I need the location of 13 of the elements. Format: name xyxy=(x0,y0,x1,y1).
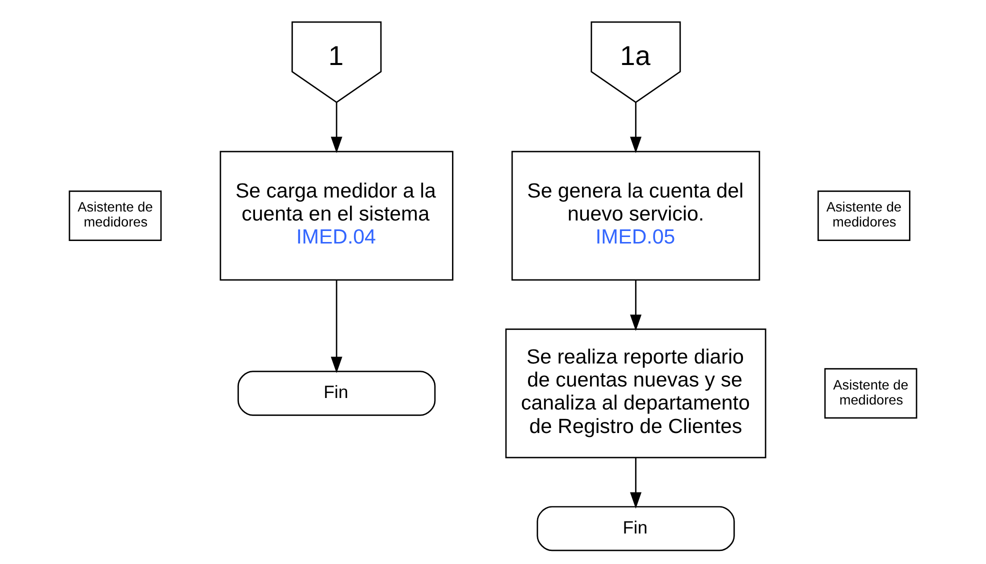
arrow xyxy=(630,280,642,332)
node-box: Asistente de medidores xyxy=(817,190,910,242)
node-box: Fin xyxy=(536,506,735,552)
arrow xyxy=(630,458,642,509)
node-box: Se realiza reporte diario de cuentas nuevas y se canaliza al departamento de Registro de Clientes xyxy=(505,328,766,458)
node-box: Asistente de medidores xyxy=(824,368,918,419)
arrow xyxy=(330,102,342,154)
node-box: Se genera la cuenta del nuevo servicio. IMED.05 xyxy=(511,150,760,281)
arrow xyxy=(630,102,642,154)
node-box: Asistente de medidores xyxy=(68,190,162,242)
arrow xyxy=(330,280,342,374)
node-box: Se carga medidor a la cuenta en el sistema IMED.04 xyxy=(220,150,454,281)
node-box: Fin xyxy=(238,370,436,416)
